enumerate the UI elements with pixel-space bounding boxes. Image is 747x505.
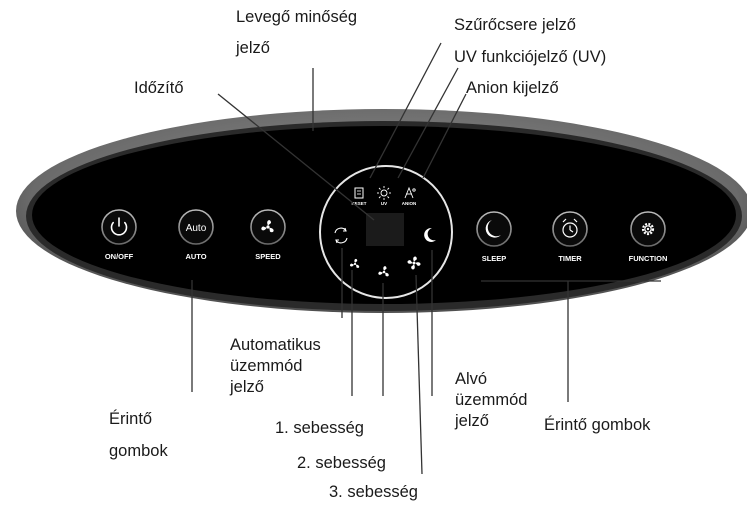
leader-lines xyxy=(191,42,661,475)
speed2-indicator xyxy=(378,266,389,277)
fan-icon xyxy=(261,220,274,233)
sleep-mode-label-line3: jelző xyxy=(455,412,489,430)
anion-display-label: Anion kijelző xyxy=(466,79,559,97)
function-button[interactable]: FUNCTION xyxy=(629,211,668,263)
center-display: RESET UV ANION xyxy=(319,165,453,299)
speed-label: SPEED xyxy=(255,252,281,261)
onoff-button[interactable]: ON/OFF xyxy=(101,209,137,261)
function-label: FUNCTION xyxy=(629,254,668,263)
speed1-label: 1. sebesség xyxy=(275,419,364,437)
auto-mode-indicator xyxy=(334,227,348,244)
timer-callout-label: Időzítő xyxy=(134,79,184,97)
air-quality-label-line1: Levegő minőség xyxy=(236,8,358,26)
leader-filter-reset xyxy=(369,42,442,179)
auto-button[interactable]: Auto AUTO xyxy=(178,209,214,261)
sleep-mode-label-line2: üzemmód xyxy=(455,391,528,409)
moon-button-icon xyxy=(485,220,501,238)
alarm-clock-icon xyxy=(562,218,578,238)
auto-icon: Auto xyxy=(186,223,207,234)
speed-button[interactable]: SPEED xyxy=(250,209,286,261)
anion-label: ANION xyxy=(402,201,417,206)
power-icon xyxy=(110,217,128,236)
uv-function-label: UV funkciójelző (UV) xyxy=(454,48,607,66)
filter-icon xyxy=(354,187,364,199)
auto-mode-label-line3: jelző xyxy=(230,378,264,396)
onoff-label: ON/OFF xyxy=(105,252,134,261)
fan-medium-icon xyxy=(378,266,389,277)
air-quality-label-line2: jelző xyxy=(236,39,270,57)
sleep-label: SLEEP xyxy=(482,254,507,263)
fan-large-icon xyxy=(407,256,421,270)
leader-uv xyxy=(397,67,459,179)
reset-label: RESET xyxy=(351,201,366,206)
timer-label: TIMER xyxy=(558,254,582,263)
speed2-label: 2. sebesség xyxy=(297,454,386,472)
speed3-indicator xyxy=(407,256,421,270)
sun-icon xyxy=(377,186,391,200)
leader-anion xyxy=(422,93,467,179)
timer-button[interactable]: TIMER xyxy=(552,211,588,263)
auto-mode-label-line1: Automatikus xyxy=(230,336,321,354)
speed3-label: 3. sebesség xyxy=(329,483,418,501)
uv-label: UV xyxy=(381,201,387,206)
leader-timer xyxy=(217,93,375,221)
fan-small-icon xyxy=(349,258,360,268)
anion-indicator: ANION xyxy=(402,186,417,206)
sleep-indicator xyxy=(424,227,436,242)
sleep-mode-label-line1: Alvó xyxy=(455,370,488,388)
uv-indicator: UV xyxy=(377,186,391,206)
moon-icon xyxy=(424,227,436,242)
touch-buttons-right-label: Érintő gombok xyxy=(544,416,651,434)
gear-icon xyxy=(641,222,655,236)
auto-cycle-icon xyxy=(334,227,348,244)
sleep-button[interactable]: SLEEP xyxy=(476,211,512,263)
anion-icon xyxy=(404,186,416,199)
filter-reset-label: Szűrőcsere jelző xyxy=(454,16,576,34)
leader-speed3 xyxy=(415,274,423,475)
auto-label: AUTO xyxy=(185,252,206,261)
speed1-indicator xyxy=(349,258,360,268)
filter-reset-indicator: RESET xyxy=(351,187,367,206)
touch-buttons-left-line1: Érintő xyxy=(109,410,153,428)
touch-buttons-left-line2: gombok xyxy=(109,442,168,460)
auto-mode-label-line2: üzemmód xyxy=(230,357,303,375)
